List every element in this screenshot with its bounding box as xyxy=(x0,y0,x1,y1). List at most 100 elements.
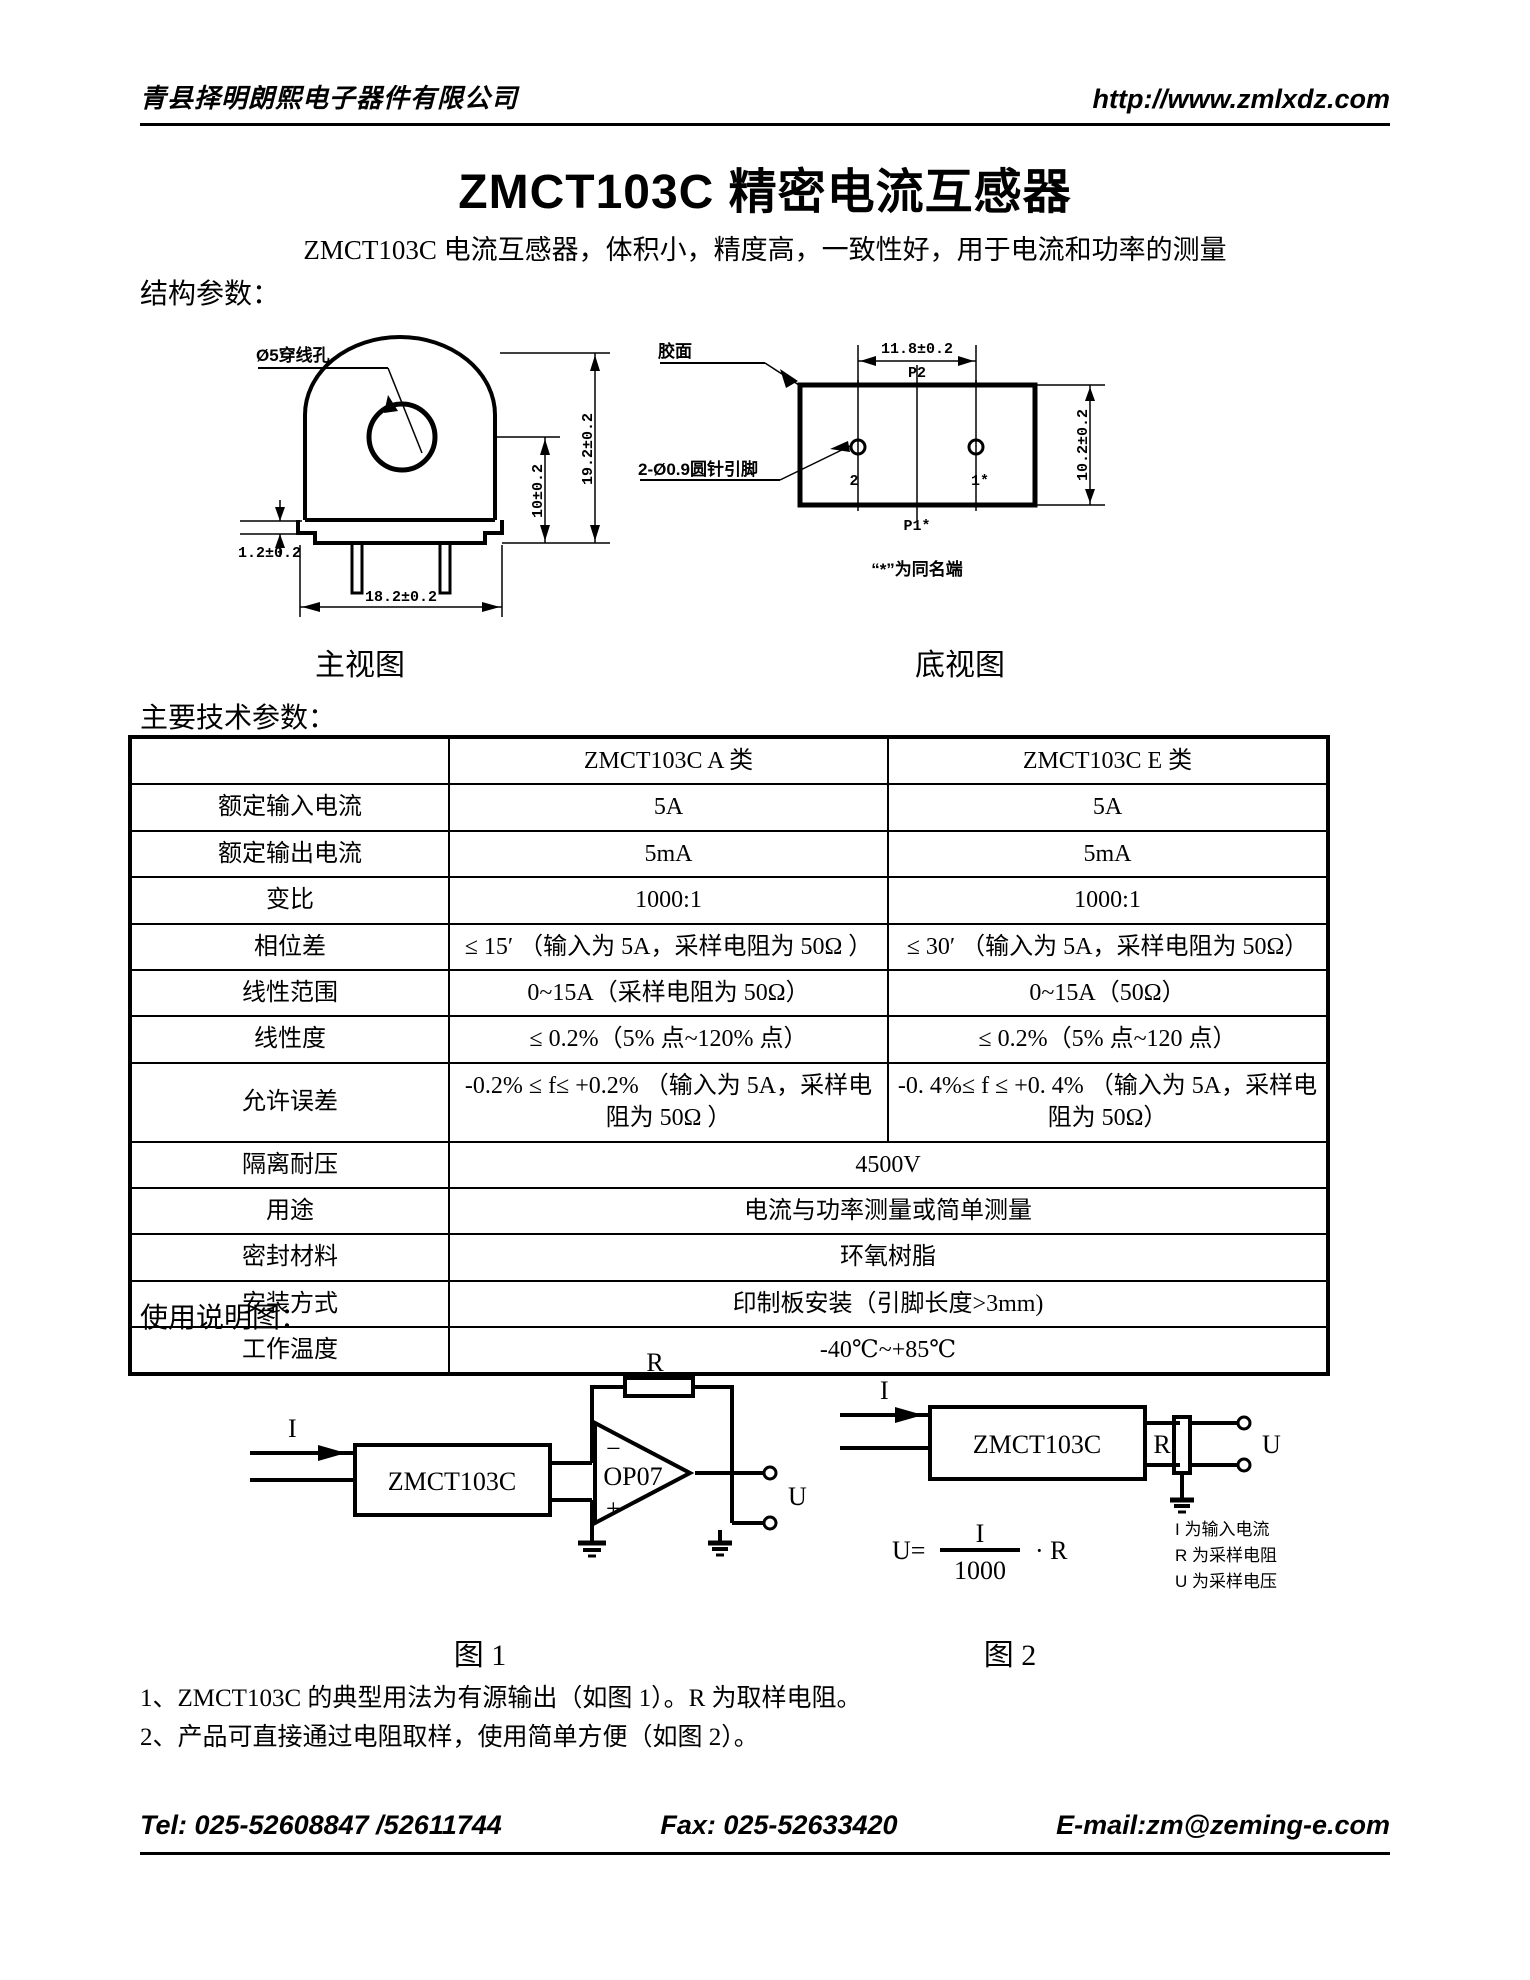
row-value-e: 5mA xyxy=(887,829,1330,879)
page-title: ZMCT103C 精密电流互感器 xyxy=(458,166,1072,219)
row-value-a: 1000:1 xyxy=(448,876,889,925)
table-row: 变比 1000:1 1000:1 xyxy=(128,876,1330,925)
bottom-pin1-label: 1* xyxy=(971,473,989,490)
front-dim-total-height: 19.2±0.2 xyxy=(580,413,597,485)
table-row: 用途 电流与功率测量或简单测量 xyxy=(128,1186,1330,1236)
company-name: 青县择明朗熙电子器件有限公司 xyxy=(140,84,519,113)
row-value-span: 印制板安装（引脚长度>3mm) xyxy=(448,1279,1330,1329)
fig1-resistor-label: R xyxy=(646,1348,664,1377)
footer-tel: Tel: 025-52608847 /52611744 xyxy=(140,1810,502,1840)
front-view-caption: 主视图 xyxy=(315,649,405,682)
fig2-legend-voltage: U 为采样电压 xyxy=(1175,1572,1277,1591)
row-value-span: -40℃~+85℃ xyxy=(448,1326,1330,1377)
row-label: 允许误差 xyxy=(128,1061,450,1143)
fig2-legend-resistor: R 为采样电阻 xyxy=(1175,1546,1277,1565)
fig1-opamp-label: OP07 xyxy=(603,1462,662,1491)
fig2-resistor-label: R xyxy=(1153,1430,1171,1459)
fig1-noninverting-sign: + xyxy=(606,1494,621,1523)
row-value-a: ≤ 15′ （输入为 5A，采样电阻为 50Ω ） xyxy=(448,922,889,971)
fig2-formula-tail: · R xyxy=(1035,1536,1068,1565)
table-row: 额定输出电流 5mA 5mA xyxy=(128,829,1330,879)
row-label: 额定输出电流 xyxy=(128,829,450,879)
header-cell-type-a: ZMCT103C A 类 xyxy=(448,734,889,786)
figure1-caption: 图 1 xyxy=(453,1639,507,1672)
row-value-e: 5A xyxy=(887,783,1330,832)
section-label-tech: 主要技术参数： xyxy=(140,703,337,734)
row-value-e: 0~15A（50Ω） xyxy=(887,968,1330,1018)
front-hole-label: Ø5穿线孔 xyxy=(256,345,330,365)
row-label: 变比 xyxy=(128,876,450,925)
figure2-caption: 图 2 xyxy=(983,1639,1037,1672)
bottom-p2-label: P2 xyxy=(908,365,926,382)
fig2-current-label: I xyxy=(880,1376,889,1405)
row-value-e: -0. 4%≤ f ≤ +0. 4% （输入为 5A，采样电阻为 50Ω） xyxy=(887,1061,1330,1143)
usage-figures: I ZMCT103C OP07 R U − + I ZMCT103C R U U… xyxy=(140,1345,1390,1625)
row-value-a: 0~15A（采样电阻为 50Ω） xyxy=(448,968,889,1018)
header-divider xyxy=(140,123,1390,126)
fig2-formula-lhs: U= xyxy=(892,1536,925,1565)
fig1-inverting-sign: − xyxy=(606,1434,621,1463)
company-website[interactable]: http://www.zmlxdz.com xyxy=(1092,84,1390,114)
bottom-glue-label: 胶面 xyxy=(658,341,692,361)
fig2-formula-numerator: I xyxy=(976,1519,985,1548)
table-row: 允许误差 -0.2% ≤ f≤ +0.2% （输入为 5A，采样电阻为 50Ω … xyxy=(128,1061,1330,1143)
circuits-svg: I ZMCT103C OP07 R U − + I ZMCT103C R U U… xyxy=(250,1348,1281,1591)
header-cell-blank xyxy=(128,734,450,786)
table-row: 线性度 ≤ 0.2%（5% 点~120% 点） ≤ 0.2%（5% 点~120 … xyxy=(128,1015,1330,1064)
row-value-a: 5A xyxy=(448,783,889,832)
table-row: 隔离耐压 4500V xyxy=(128,1140,1330,1189)
usage-notes: 1、ZMCT103C 的典型用法为有源输出（如图 1）。R 为取样电阻。 2、产… xyxy=(140,1680,1390,1758)
note-item: 1、ZMCT103C 的典型用法为有源输出（如图 1）。R 为取样电阻。 xyxy=(140,1685,862,1712)
table-header-row: ZMCT103C A 类 ZMCT103C E 类 xyxy=(128,734,1330,786)
fig2-output-label: U xyxy=(1262,1430,1281,1459)
page-subtitle: ZMCT103C 电流互感器，体积小，精度高，一致性好，用于电流和功率的测量 xyxy=(303,235,1227,265)
footer-divider xyxy=(140,1852,1390,1855)
row-value-a: ≤ 0.2%（5% 点~120% 点） xyxy=(448,1015,889,1064)
fig2-formula-denominator: 1000 xyxy=(954,1556,1006,1585)
row-label: 工作温度 xyxy=(128,1326,450,1377)
specification-table: ZMCT103C A 类 ZMCT103C E 类 额定输入电流 5A 5A 额… xyxy=(128,734,1330,1377)
row-value-e: ≤ 30′ （输入为 5A，采样电阻为 50Ω） xyxy=(887,922,1330,971)
row-value-a: -0.2% ≤ f≤ +0.2% （输入为 5A，采样电阻为 50Ω ） xyxy=(448,1061,889,1143)
fig1-current-label: I xyxy=(288,1414,297,1443)
note-item: 2、产品可直接通过电阻取样，使用简单方便（如图 2）。 xyxy=(140,1723,759,1751)
table-row: 相位差 ≤ 15′ （输入为 5A，采样电阻为 50Ω ） ≤ 30′ （输入为… xyxy=(128,922,1330,971)
section-label-structure: 结构参数： xyxy=(140,279,281,310)
fig1-device-label: ZMCT103C xyxy=(388,1467,517,1496)
row-label: 用途 xyxy=(128,1186,450,1236)
section-label-usage: 使用说明图： xyxy=(140,1303,309,1334)
table-row: 线性范围 0~15A（采样电阻为 50Ω） 0~15A（50Ω） xyxy=(128,968,1330,1018)
row-label: 安装方式 xyxy=(128,1279,450,1329)
footer-fax: Fax: 025-52633420 xyxy=(660,1810,898,1840)
table-row: 工作温度 -40℃~+85℃ xyxy=(128,1326,1330,1377)
bottom-dim-pitch: 11.8±0.2 xyxy=(881,341,953,358)
fig1-output-label: U xyxy=(788,1482,807,1511)
bottom-pin-label: 2-Ø0.9圆针引脚 xyxy=(638,459,758,479)
table-row: 密封材料 环氧树脂 xyxy=(128,1233,1330,1282)
page-header: 青县择明朗熙电子器件有限公司 http://www.zmlxdz.com xyxy=(140,78,1390,115)
row-label: 线性范围 xyxy=(128,968,450,1018)
spec-table-body: ZMCT103C A 类 ZMCT103C E 类 额定输入电流 5A 5A 额… xyxy=(128,734,1330,1377)
bottom-dim-height: 10.2±0.2 xyxy=(1075,409,1092,481)
row-value-span: 电流与功率测量或简单测量 xyxy=(448,1186,1330,1236)
row-value-e: ≤ 0.2%（5% 点~120 点） xyxy=(887,1015,1330,1064)
row-value-a: 5mA xyxy=(448,829,889,879)
bottom-same-terminal-note: “*”为同名端 xyxy=(871,559,963,579)
front-dim-width: 18.2±0.2 xyxy=(365,589,437,606)
table-row: 安装方式 印制板安装（引脚长度>3mm) xyxy=(128,1279,1330,1329)
fig2-legend-current: I 为输入电流 xyxy=(1175,1520,1269,1539)
table-row: 额定输入电流 5A 5A xyxy=(128,783,1330,832)
header-cell-type-e: ZMCT103C E 类 xyxy=(887,734,1330,786)
bottom-view-caption: 底视图 xyxy=(915,649,1005,682)
page-footer: Tel: 025-52608847 /52611744 Fax: 025-526… xyxy=(140,1810,1390,1841)
row-value-span: 4500V xyxy=(448,1140,1330,1189)
front-dim-foot: 1.2±0.2 xyxy=(238,545,301,562)
bottom-p1-label: P1* xyxy=(903,518,930,535)
footer-email[interactable]: E-mail:zm@zeming-e.com xyxy=(1056,1810,1390,1840)
row-label: 隔离耐压 xyxy=(128,1140,450,1189)
drawings-svg: Ø5穿线孔 19.2±0.2 10±0.2 1.2±0.2 18.2±0.2 胶… xyxy=(238,335,1105,617)
bottom-pin2-label: 2 xyxy=(849,473,858,490)
row-value-e: 1000:1 xyxy=(887,876,1330,925)
row-label: 密封材料 xyxy=(128,1233,450,1282)
